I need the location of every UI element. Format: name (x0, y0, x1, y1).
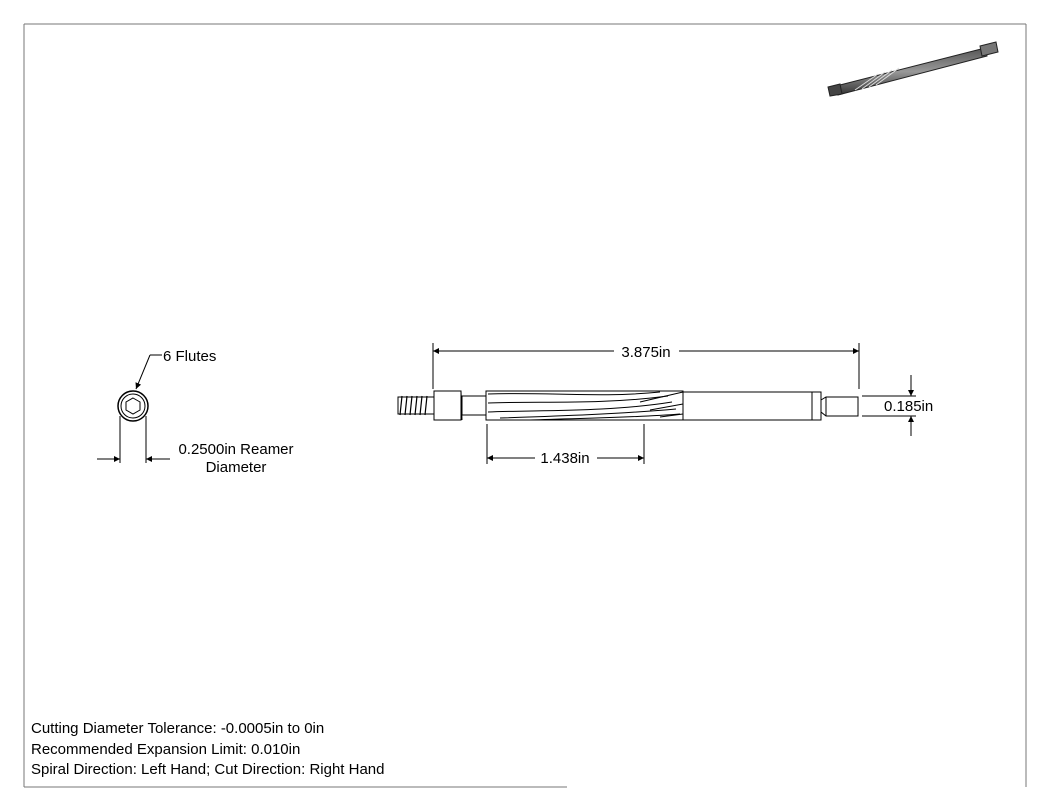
diameter-label-line1: 0.2500in Reamer (178, 441, 293, 458)
note-expansion-limit: Recommended Expansion Limit: 0.010in (31, 740, 301, 758)
note-spiral-direction: Spiral Direction: Left Hand; Cut Directi… (31, 761, 385, 778)
square-size-dimension (862, 375, 916, 436)
flute-length-dimension (486, 424, 645, 464)
sheet-border (23, 23, 1027, 788)
flute-length-label: 1.438in (540, 450, 589, 467)
note-tolerance: Cutting Diameter Tolerance: -0.0005in to… (31, 720, 325, 737)
end-view: 6 Flutes 0.2500in Reamer Diameter (97, 348, 294, 476)
overall-length-label: 3.875in (621, 344, 670, 361)
drawing-notes: Cutting Diameter Tolerance: -0.0005in to… (31, 719, 385, 781)
isometric-preview (827, 41, 999, 97)
flutes-label: 6 Flutes (163, 348, 216, 365)
side-view (397, 390, 859, 421)
overall-length-dimension (432, 343, 860, 389)
square-size-label: 0.185in (884, 398, 933, 415)
diameter-label-line2: Diameter (206, 459, 267, 476)
